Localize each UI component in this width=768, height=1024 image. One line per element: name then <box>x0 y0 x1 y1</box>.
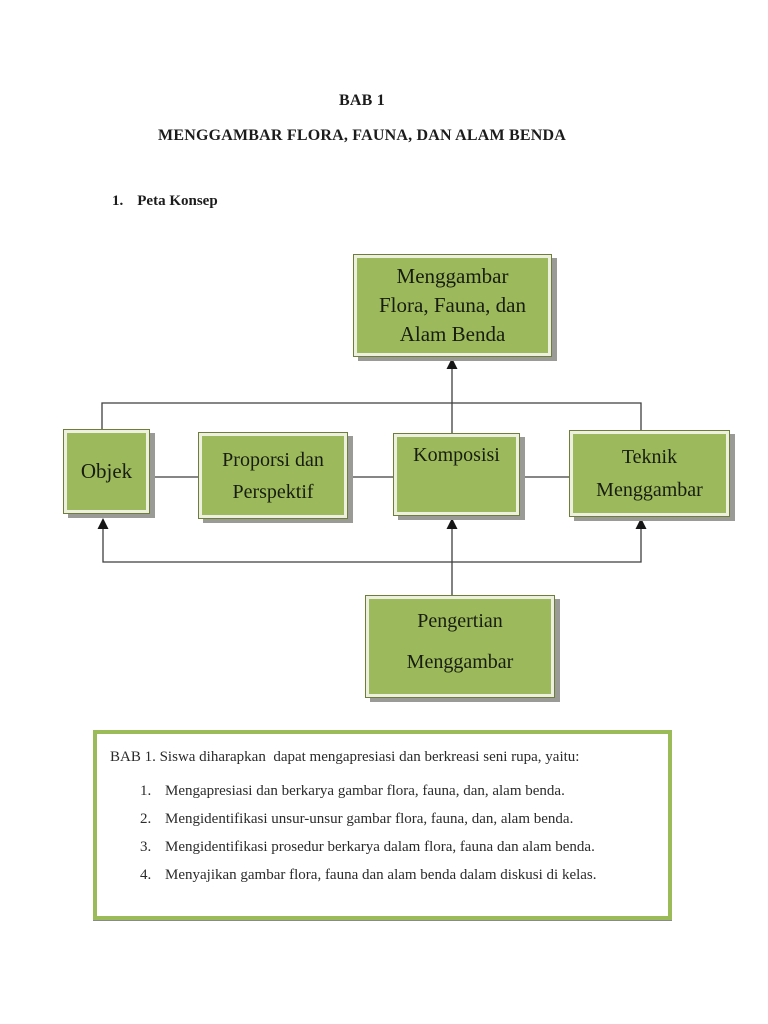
list-item-number: 2. <box>140 811 152 827</box>
objectives-list: 1. Mengapresiasi dan berkarya gambar flo… <box>97 782 668 885</box>
topic-line: Flora, Fauna, dan <box>379 293 526 317</box>
connector-lower-bracket <box>102 529 642 563</box>
list-item: 1. Mengapresiasi dan berkarya gambar flo… <box>140 782 668 801</box>
topic-line: Alam Benda <box>399 322 506 346</box>
objectives-box: BAB 1. Siswa diharapkan dapat mengapresi… <box>93 730 672 920</box>
topic-label: Komposisi <box>413 444 500 466</box>
list-item: 4. Menyajikan gambar flora, fauna dan al… <box>140 866 668 885</box>
arrowhead-up-top <box>446 358 458 369</box>
arrowhead-up-komposisi <box>446 518 458 529</box>
topic-label: Proporsi dan Perspektif <box>222 448 324 503</box>
topic-line: Menggambar <box>396 264 509 288</box>
section-number: 1. <box>112 193 124 209</box>
list-item-number: 1. <box>140 783 152 799</box>
arrowhead-up-teknik <box>635 518 647 529</box>
list-item-text: Mengapresiasi dan berkarya gambar flora,… <box>165 783 565 799</box>
list-item-text: Menyajikan gambar flora, fauna dan alam … <box>165 867 597 883</box>
topic-label: Objek <box>80 459 133 483</box>
list-item-number: 4. <box>140 867 152 883</box>
topic-label: Teknik Menggambar <box>596 445 703 501</box>
topic-line: Pengertian <box>417 609 503 632</box>
objectives-intro: BAB 1. Siswa diharapkan dapat mengapresi… <box>110 749 580 765</box>
list-item-number: 3. <box>140 839 152 855</box>
list-item: 3. Mengidentifikasi prosedur berkarya da… <box>140 838 668 857</box>
topic-box-menggambar-flora-fauna-alam-benda: Menggambar Flora, Fauna, dan Alam Benda <box>353 254 552 357</box>
topic-box-pengertian-menggambar: Pengertian Menggambar <box>365 595 555 698</box>
topic-box-proporsi-dan-perspektif: Proporsi dan Perspektif <box>198 432 348 519</box>
topic-line: Menggambar <box>406 650 514 673</box>
topic-box-teknik-menggambar: Teknik Menggambar <box>569 430 730 517</box>
list-item: 2. Mengidentifikasi unsur-unsur gambar f… <box>140 810 668 829</box>
arrowhead-up-objek <box>97 518 109 529</box>
list-item-text: Mengidentifikasi unsur-unsur gambar flor… <box>165 811 574 827</box>
list-item-text: Mengidentifikasi prosedur berkarya dalam… <box>165 839 595 855</box>
connector-upper-bracket <box>101 402 642 430</box>
topic-box-komposisi: Komposisi <box>393 433 520 516</box>
chapter-title: BAB 1 <box>339 92 385 109</box>
section-heading: 1. Peta Konsep <box>112 193 218 210</box>
section-title: Peta Konsep <box>137 193 218 209</box>
page-title: MENGGAMBAR FLORA, FAUNA, DAN ALAM BENDA <box>158 127 566 144</box>
topic-box-objek: Objek <box>63 429 150 514</box>
